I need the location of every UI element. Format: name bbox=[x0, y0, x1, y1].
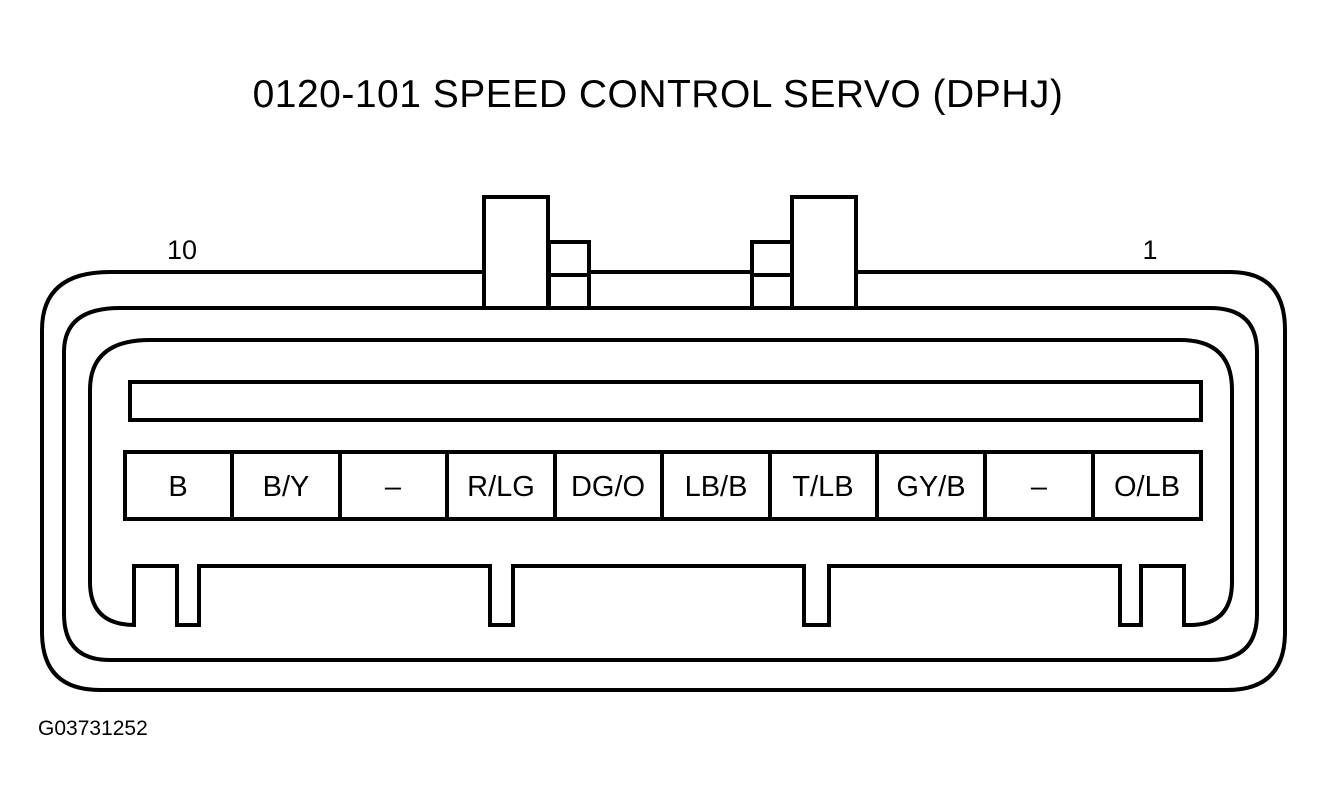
terminal-label-4: T/LB bbox=[792, 471, 853, 503]
terminal-label-9: B/Y bbox=[263, 471, 310, 503]
key-slot bbox=[511, 564, 806, 626]
connector-inner-cavity bbox=[88, 338, 1234, 627]
terminal-label-1: O/LB bbox=[1114, 471, 1180, 503]
terminal-row: B B/Y – R/LG DG/O LB/B T/LB GY/B – O/LB bbox=[123, 450, 1203, 521]
terminal-label-3: GY/B bbox=[896, 471, 965, 503]
terminal-label-8: – bbox=[385, 471, 402, 503]
terminal-label-10: B bbox=[168, 471, 187, 503]
key-slot-small-right bbox=[1139, 564, 1186, 626]
connector-middle-shell bbox=[62, 306, 1259, 662]
pin-label-1: 1 bbox=[1142, 235, 1157, 265]
locking-tab-left bbox=[482, 195, 591, 310]
key-slot bbox=[827, 564, 1122, 626]
figure-id: G03731252 bbox=[38, 717, 148, 740]
terminal-label-6: DG/O bbox=[571, 471, 645, 503]
terminal-label-2: – bbox=[1031, 471, 1048, 503]
key-slot bbox=[197, 564, 492, 626]
locking-tab-right bbox=[750, 195, 858, 310]
terminal-label-5: LB/B bbox=[685, 471, 748, 503]
key-slot-small-left bbox=[132, 564, 179, 626]
pin-label-10: 10 bbox=[167, 235, 197, 265]
connector-top-rail bbox=[128, 380, 1203, 422]
terminal-cell bbox=[1091, 450, 1203, 521]
terminal-label-7: R/LG bbox=[467, 471, 535, 503]
diagram-title: 0120-101 SPEED CONTROL SERVO (DPHJ) bbox=[253, 73, 1064, 116]
bottom-key-row bbox=[132, 564, 1186, 627]
